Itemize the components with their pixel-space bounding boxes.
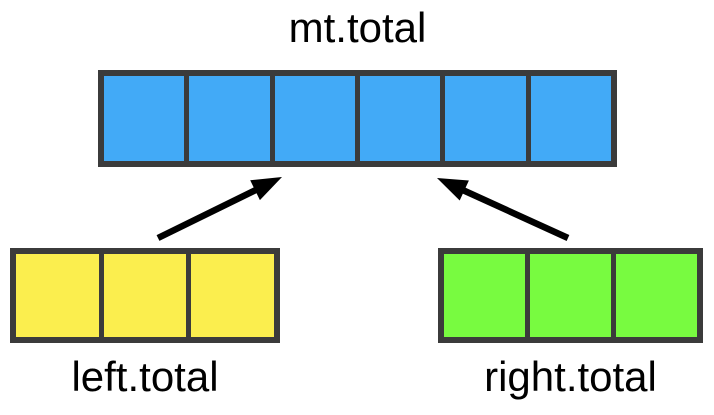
mt-total-label: mt.total [288,4,427,51]
array-cell [189,76,270,161]
array-cell [445,76,526,161]
array-cell [616,254,697,337]
array-cell [16,254,99,337]
right-total-label: right.total [484,353,657,400]
array-cell [191,254,275,337]
right-total-array [438,248,703,343]
array-cell [359,76,441,161]
array-cell [103,254,187,337]
array-cell [104,76,185,161]
array-cell [530,76,611,161]
array-cell [444,254,525,337]
arrow-right-to-mt [437,178,570,241]
arrow-left-to-mt [156,177,282,241]
array-cell [274,76,355,161]
mt-total-array [98,70,617,167]
array-cell [530,254,611,337]
left-total-array [10,248,280,343]
left-total-label: left.total [71,353,219,400]
